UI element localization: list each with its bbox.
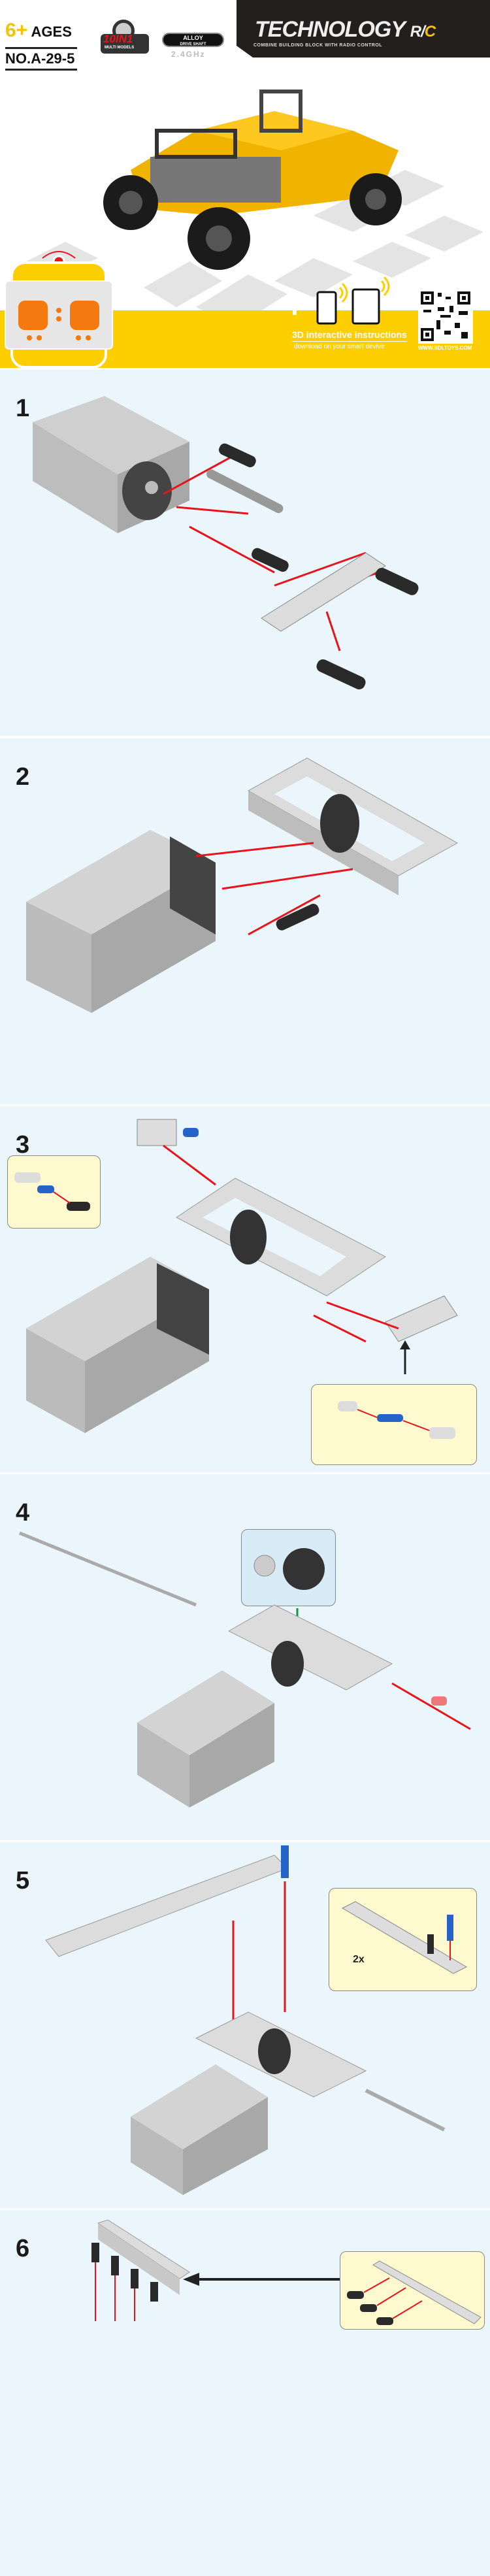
step-panel-5: 5 2x bbox=[0, 1842, 490, 2208]
axle-part bbox=[206, 469, 284, 514]
10in1-badge: 10IN1 MULTI MODELS bbox=[98, 20, 150, 56]
step-panel-4: 4 bbox=[0, 1474, 490, 1840]
motor-part bbox=[33, 396, 189, 533]
instructions-subtitle: download on your smart devive bbox=[294, 343, 385, 350]
qr-code-icon bbox=[421, 291, 470, 341]
axle-part bbox=[19, 1531, 197, 1607]
motor-part bbox=[131, 2064, 268, 2195]
step-number: 5 bbox=[16, 1867, 30, 1894]
brand-banner bbox=[237, 0, 490, 58]
assembly-arrows bbox=[391, 1682, 471, 1730]
motor-part bbox=[26, 830, 216, 1013]
gear-part bbox=[230, 1210, 267, 1264]
step-number: 4 bbox=[16, 1499, 30, 1527]
brand-tagline: COMBINE BUILDING BLOCK WITH RADIO CONTRO… bbox=[253, 43, 383, 48]
phone-icon bbox=[316, 291, 337, 325]
quantity-label: 2x bbox=[353, 1954, 365, 1965]
assembly-arrows bbox=[195, 842, 353, 936]
wifi-icon bbox=[338, 282, 348, 303]
step-number: 3 bbox=[16, 1131, 30, 1159]
detail-callout bbox=[241, 1529, 336, 1606]
brand-title: TECHNOLOGY R/C bbox=[255, 17, 436, 42]
step-panel-2: 2 bbox=[0, 738, 490, 1104]
pin-part bbox=[219, 443, 256, 468]
beam-part bbox=[45, 1855, 288, 1957]
website-url: WWW.SDLTOYS.COM bbox=[418, 345, 472, 351]
motor-part bbox=[137, 1670, 274, 1808]
rc-car-photo bbox=[103, 90, 402, 270]
frame-part bbox=[176, 1178, 386, 1296]
detail-callout bbox=[7, 1155, 101, 1229]
frequency-label: 2.4GHz bbox=[171, 50, 206, 59]
instructions-title: 3D interactive instructions bbox=[292, 329, 407, 342]
step-panel-1: 1 bbox=[0, 370, 490, 736]
pointer-arrow-icon bbox=[400, 1340, 410, 1349]
plus-icon bbox=[288, 302, 301, 315]
product-header: 6+ AGES NO.A-29-5 10IN1 MULTI MODELS ALL… bbox=[0, 0, 490, 368]
detail-callout: 2x bbox=[329, 1888, 477, 1991]
remote-control bbox=[5, 251, 113, 368]
step-number: 2 bbox=[16, 763, 30, 791]
qr-code[interactable] bbox=[418, 289, 473, 344]
gear-part bbox=[320, 794, 359, 853]
tablet-icon bbox=[351, 288, 380, 325]
detail-callout bbox=[340, 2251, 485, 2330]
step-panel-3: 3 bbox=[0, 1106, 490, 1472]
beam-part bbox=[261, 552, 386, 632]
age-rating: 6+ AGES bbox=[5, 20, 72, 41]
pointer-arrow-icon bbox=[183, 2273, 199, 2286]
device-icons bbox=[288, 276, 390, 325]
pin-part bbox=[276, 904, 319, 931]
assembly-arrows bbox=[163, 1144, 399, 1343]
step-number: 6 bbox=[16, 2235, 30, 2262]
step-number: 1 bbox=[16, 395, 30, 422]
frame-part bbox=[227, 1604, 393, 1691]
step-panel-6: 6 bbox=[0, 2210, 490, 2576]
model-number: NO.A-29-5 bbox=[5, 47, 77, 71]
motor-part bbox=[26, 1257, 209, 1433]
detail-callout bbox=[311, 1384, 477, 1465]
